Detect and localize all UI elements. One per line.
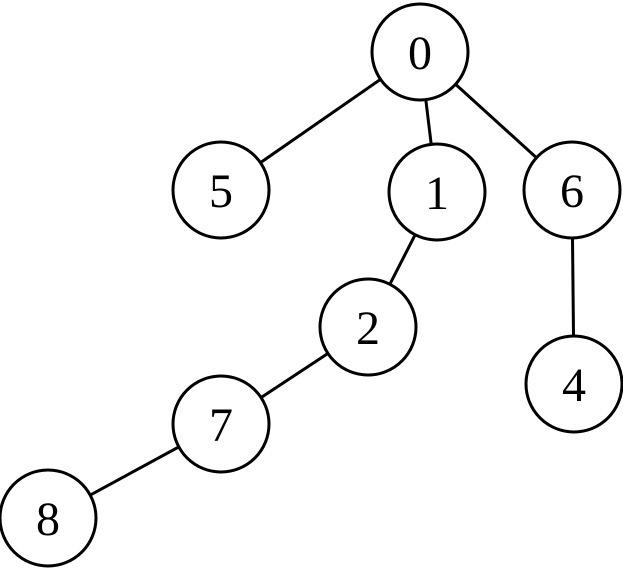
node-2-circle <box>318 277 418 377</box>
node-7-circle <box>171 374 271 474</box>
node-2-label: 2 <box>356 302 380 355</box>
node-0-label: 0 <box>408 27 432 80</box>
node-4: 4 <box>524 334 623 434</box>
node-7-label: 7 <box>209 399 233 452</box>
node-1-label: 1 <box>425 167 449 220</box>
node-5-circle <box>171 140 271 240</box>
node-4-label: 4 <box>562 359 586 412</box>
node-7: 7 <box>171 374 271 474</box>
node-8: 8 <box>0 468 98 568</box>
node-8-circle <box>0 468 98 568</box>
node-0: 0 <box>370 2 470 102</box>
node-5: 5 <box>171 140 271 240</box>
node-2: 2 <box>318 277 418 377</box>
node-6-circle <box>522 140 622 240</box>
node-6: 6 <box>522 140 622 240</box>
node-4-circle <box>524 334 623 434</box>
node-1: 1 <box>387 142 487 242</box>
node-8-label: 8 <box>36 493 60 546</box>
node-6-label: 6 <box>560 165 584 218</box>
node-5-label: 5 <box>209 165 233 218</box>
node-1-circle <box>387 142 487 242</box>
node-0-circle <box>370 2 470 102</box>
